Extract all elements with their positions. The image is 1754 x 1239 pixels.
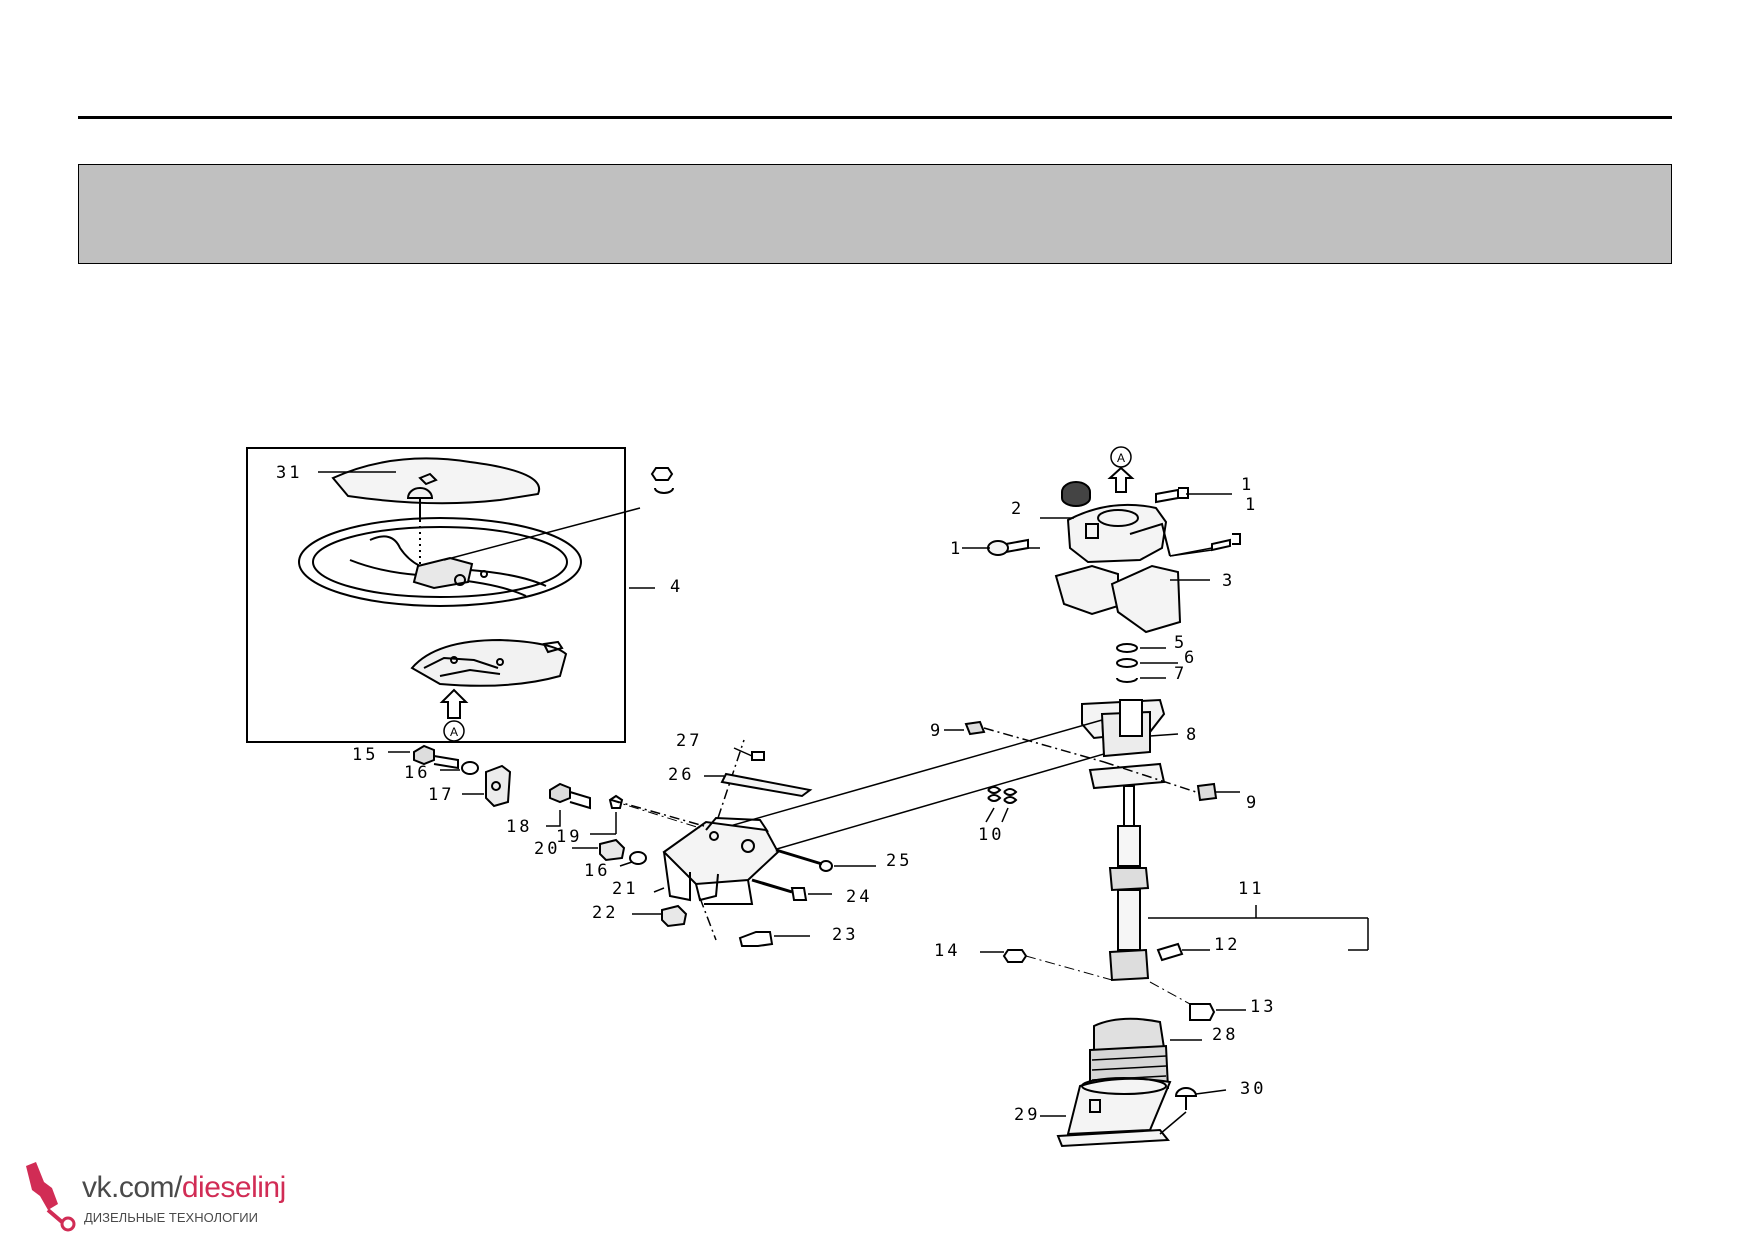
steering-wheel-inset [246, 447, 674, 743]
callout-9-upper: 9 [930, 721, 943, 741]
callout-28: 28 [1212, 1025, 1238, 1045]
view-marker-a-top: A [1117, 451, 1125, 465]
callout-30: 30 [1240, 1079, 1266, 1099]
callout-29: 29 [1014, 1105, 1040, 1125]
callout-4: 4 [670, 577, 683, 597]
callout-11: 11 [1238, 879, 1264, 899]
callout-23: 23 [832, 925, 858, 945]
callout-1-left: 1 [950, 539, 963, 559]
callout-24: 24 [846, 887, 872, 907]
column-shroud [987, 446, 1241, 634]
watermark-site-suffix: dieselinj [181, 1171, 286, 1204]
callout-14: 14 [934, 941, 960, 961]
callout-labels: 31 4 1 1 1 2 3 5 6 7 8 9 9 10 11 12 13 1… [276, 463, 1276, 1125]
view-marker-a-inset: A [450, 725, 458, 739]
top-rule [78, 116, 1672, 119]
callout-16-right: 16 [584, 861, 610, 881]
callout-3: 3 [1222, 571, 1235, 591]
lower-bracket [611, 739, 876, 947]
callout-12: 12 [1214, 935, 1240, 955]
small-parts [388, 744, 647, 867]
washers-5-6-7 [1116, 643, 1178, 683]
callout-25: 25 [886, 851, 912, 871]
callout-5: 5 [1174, 633, 1187, 653]
callout-17: 17 [428, 785, 454, 805]
callout-19: 19 [556, 827, 582, 847]
callout-26: 26 [668, 765, 694, 785]
column-tube [699, 719, 1240, 863]
watermark: vk.com/dieselinj ДИЗЕЛЬНЫЕ ТЕХНОЛОГИИ [18, 1160, 318, 1232]
header-band [78, 164, 1672, 264]
watermark-site-prefix: vk.com/ [82, 1171, 182, 1204]
callout-8: 8 [1186, 725, 1199, 745]
callout-21: 21 [612, 879, 638, 899]
callout-6: 6 [1184, 648, 1197, 668]
callout-20: 20 [534, 839, 560, 859]
callout-18: 18 [506, 817, 532, 837]
callout-2: 2 [1011, 499, 1024, 519]
callout-1-right: 1 [1245, 495, 1258, 515]
callout-15: 15 [352, 745, 378, 765]
callout-7: 7 [1174, 664, 1187, 684]
callout-16-left: 16 [404, 763, 430, 783]
callout-13: 13 [1250, 997, 1276, 1017]
dash-axis-19 [609, 799, 701, 829]
diesel-injector-icon [26, 1162, 76, 1232]
callout-22: 22 [592, 903, 618, 923]
watermark-site: vk.com/dieselinj [82, 1171, 286, 1205]
callout-1-top: 1 [1241, 475, 1254, 495]
callout-9-lower: 9 [1246, 793, 1259, 813]
callout-27: 27 [676, 731, 702, 751]
callout-10: 10 [978, 825, 1004, 845]
watermark-subtitle: ДИЗЕЛЬНЫЕ ТЕХНОЛОГИИ [84, 1210, 258, 1225]
callout-31: 31 [276, 463, 302, 483]
